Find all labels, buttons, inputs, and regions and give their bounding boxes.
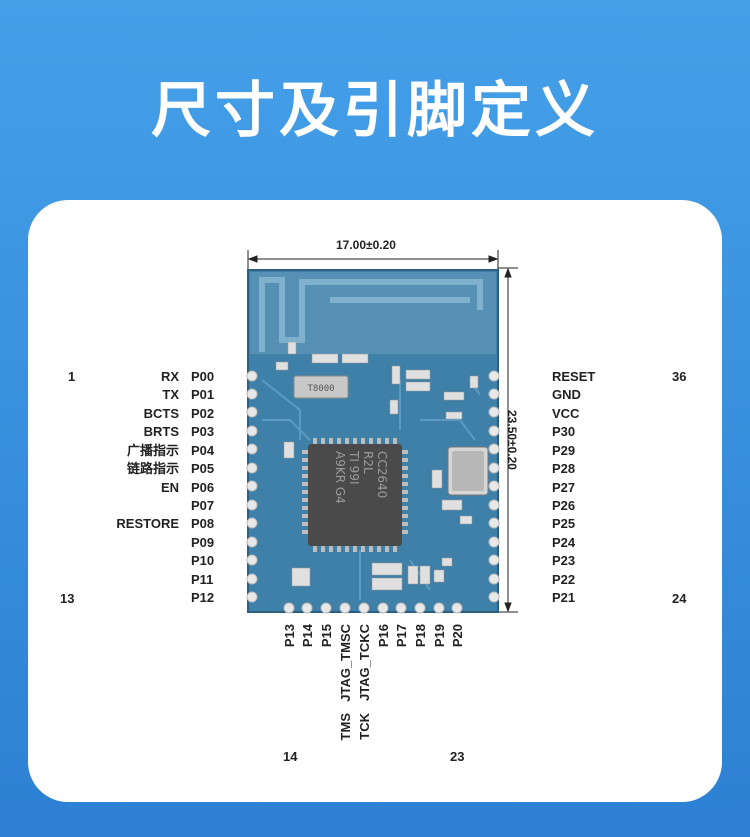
pin-number-13: 13: [60, 591, 75, 606]
left-pin-id: P11: [191, 572, 214, 587]
pin-number-24: 24: [672, 591, 687, 606]
left-pin-id: P07: [191, 498, 215, 513]
bottom-pin-label: P15: [319, 624, 334, 648]
page-title: 尺寸及引脚定义: [151, 76, 599, 146]
pin-number-23: 23: [450, 749, 465, 764]
svg-text:A9KR G4: A9KR G4: [333, 451, 347, 504]
chip-pins: [302, 438, 408, 552]
svg-text:CC2640: CC2640: [375, 451, 389, 498]
left-pin-id: P06: [191, 480, 215, 495]
height-dimension-label: 23.50±0.20: [504, 410, 519, 470]
main-chip: [308, 444, 402, 546]
right-pin-label: GND: [552, 387, 581, 402]
left-pin-id: P01: [191, 387, 215, 402]
right-pin-label: P25: [552, 516, 576, 531]
width-dimension: [247, 250, 499, 270]
left-pin-func: RX: [160, 369, 179, 384]
left-pin-id: P00: [191, 369, 215, 384]
left-pin-id: P04: [191, 443, 215, 458]
left-pin-id: P05: [191, 461, 215, 476]
left-pin-func: 链路指示: [126, 461, 179, 476]
right-pin-label: P27: [552, 480, 576, 495]
bottom-pin-label: P14: [300, 624, 315, 648]
bottom-pads: [283, 602, 463, 614]
right-pin-label: P23: [552, 553, 576, 568]
left-pin-id: P12: [191, 590, 215, 605]
bottom-pin-label: JTAG_TMSC: [338, 624, 353, 702]
left-pin-id: P09: [191, 535, 215, 550]
bottom-pin-label: P19: [432, 624, 447, 648]
bottom-pin-label: P13: [282, 624, 297, 648]
left-pin-id: P03: [191, 424, 215, 439]
bottom-pin-alt-label: TCK: [357, 713, 372, 740]
right-pads: [488, 370, 500, 603]
height-dimension: [498, 267, 518, 613]
svg-text:R2L: R2L: [361, 451, 375, 474]
right-pin-label: P30: [552, 424, 576, 439]
right-pin-label: P22: [552, 572, 576, 587]
crystal: [293, 375, 349, 399]
left-pin-func: BRTS: [143, 424, 179, 439]
right-pin-label: P29: [552, 443, 576, 458]
left-pin-func: 广播指示: [126, 443, 179, 458]
width-dimension-label: 17.00±0.20: [336, 238, 396, 252]
svg-text:TI 99I: TI 99I: [347, 450, 361, 485]
pin-number-1: 1: [68, 369, 76, 384]
right-pin-label: P28: [552, 461, 576, 476]
bottom-pin-label: P18: [413, 624, 428, 648]
crystal-label: T8000: [307, 384, 334, 394]
antenna-trace: [259, 277, 483, 352]
bottom-pin-label: P20: [450, 624, 465, 648]
right-pin-label: RESET: [552, 369, 596, 384]
pin-number-14: 14: [283, 749, 298, 764]
left-pin-func: EN: [160, 480, 179, 495]
left-pin-id: P08: [191, 516, 215, 531]
right-pin-label: P24: [552, 535, 576, 550]
pin-number-36: 36: [672, 369, 687, 384]
passive-components: [275, 341, 479, 591]
right-pin-label: P26: [552, 498, 576, 513]
bottom-pin-alt-label: TMS: [338, 713, 353, 741]
left-pin-func: BCTS: [143, 406, 179, 421]
bottom-pin-label: P17: [394, 624, 409, 648]
right-pin-label: VCC: [552, 406, 580, 421]
left-pin-func: TX: [162, 387, 179, 402]
left-pin-id: P10: [191, 553, 215, 568]
chip-marking: CC2640 R2L TI 99I A9KR G4: [333, 450, 389, 504]
right-pin-label: P21: [552, 590, 576, 605]
left-pads: [246, 370, 258, 603]
bottom-pin-label: JTAG_TCKC: [357, 624, 372, 702]
left-pin-id: P02: [191, 406, 215, 421]
left-pin-func: RESTORE: [116, 516, 179, 531]
bottom-pin-label: P16: [376, 624, 391, 648]
